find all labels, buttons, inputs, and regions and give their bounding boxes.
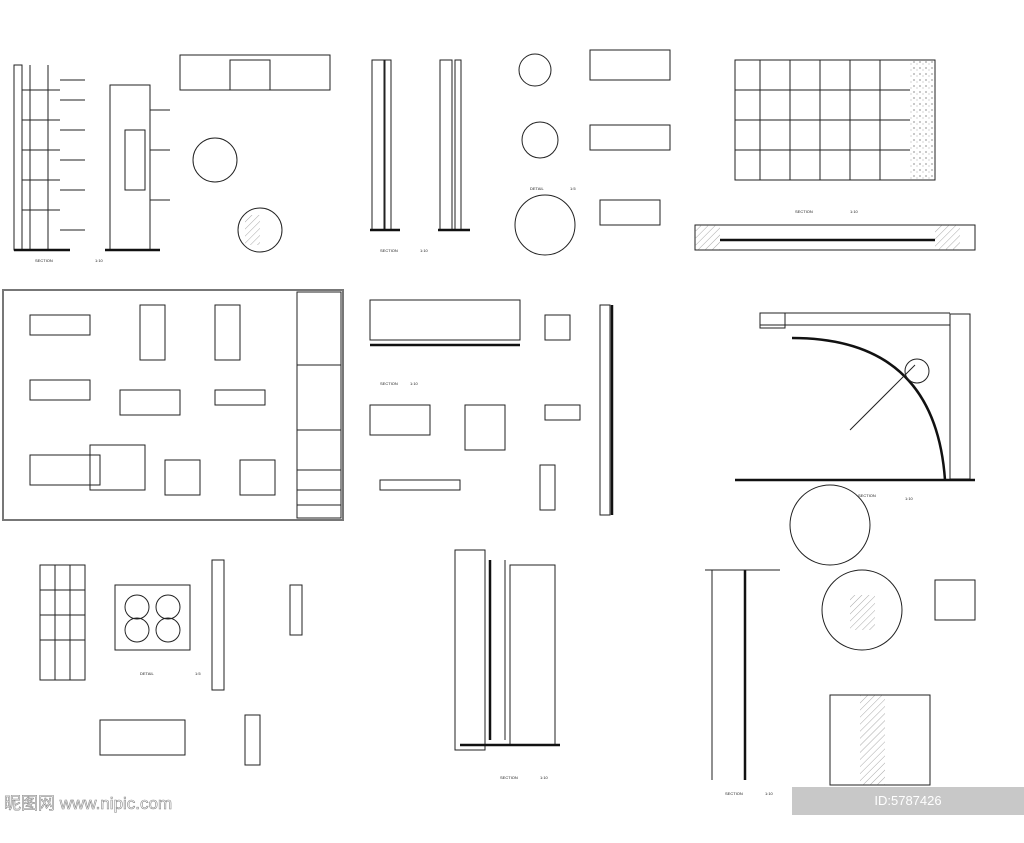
panel-scale: 1:10 <box>410 381 419 386</box>
panel-label: SECTION <box>35 258 53 263</box>
panel-label: SECTION <box>380 381 398 386</box>
panel-scale: 1:10 <box>95 258 104 263</box>
panel-elevation-top-right <box>694 59 976 251</box>
panel-framed-sheet <box>2 289 344 521</box>
panel-label: SECTION <box>725 791 743 796</box>
cad-drawing-sheet: SECTION 1:10 SECTION 1:10 DETAIL 1:5 SEC… <box>2 49 976 796</box>
panel-sections-bottom-right <box>705 569 976 786</box>
scale-labels: SECTION 1:10 SECTION 1:10 DETAIL 1:5 SEC… <box>35 186 914 796</box>
panel-ceiling-sections-middle <box>369 299 614 516</box>
panel-scale: 1:5 <box>570 186 576 191</box>
panel-arch-section <box>735 312 975 566</box>
panel-scale: 1:10 <box>765 791 774 796</box>
panel-wall-sections-top-left <box>13 54 331 253</box>
panel-scale: 1:10 <box>905 496 914 501</box>
watermark-id: ID:5787426 NO:20180907103548154000 <box>792 787 1024 836</box>
panel-label: SECTION <box>795 209 813 214</box>
panel-screen-elevation <box>39 559 303 766</box>
panel-label: DETAIL <box>530 186 544 191</box>
panel-scale: 1:5 <box>195 671 201 676</box>
panel-scale: 1:10 <box>540 775 549 780</box>
panel-label: SECTION <box>858 493 876 498</box>
panel-sections-top-middle <box>370 49 671 256</box>
panel-label: SECTION <box>380 248 398 253</box>
panel-stone-wall-section <box>454 549 560 751</box>
panel-label: DETAIL <box>140 671 154 676</box>
panel-label: SECTION <box>500 775 518 780</box>
watermark-site: 昵图网 www.nipic.com <box>4 794 173 814</box>
panel-scale: 1:10 <box>850 209 859 214</box>
panel-scale: 1:10 <box>420 248 429 253</box>
